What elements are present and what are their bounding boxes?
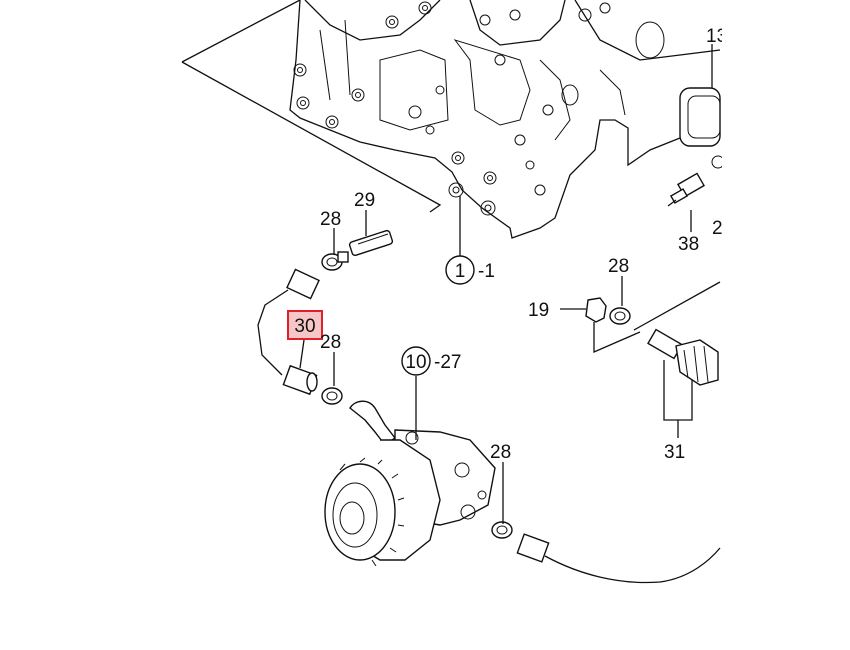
page-margin <box>722 0 850 650</box>
hose-fitting-upper <box>321 210 394 271</box>
callout-2-clipped[interactable]: 2 <box>712 218 723 239</box>
callout-31[interactable]: 31 <box>664 442 685 463</box>
engine-block <box>181 0 721 239</box>
callout-30-number: 30 <box>294 316 315 337</box>
callout-13[interactable]: 13 <box>706 26 727 47</box>
callout-28-top[interactable]: 28 <box>320 209 341 230</box>
hose-fitting-lower <box>491 462 721 584</box>
callout-1[interactable]: 1 -1 <box>445 255 495 285</box>
callout-38[interactable]: 38 <box>678 234 699 255</box>
callout-1-number: 1 <box>455 261 466 282</box>
callout-28-right[interactable]: 28 <box>608 256 629 277</box>
callout-19[interactable]: 19 <box>528 300 549 321</box>
oil-filter-assembly <box>324 376 496 567</box>
selection-highlight <box>287 310 323 340</box>
callout-1-suffix: -1 <box>478 261 495 282</box>
callout-30-selected[interactable]: 30 <box>287 310 323 340</box>
hose-31 <box>633 281 721 438</box>
callout-29[interactable]: 29 <box>354 190 375 211</box>
hose-30 <box>257 268 343 405</box>
callout-10-number: 10 <box>405 352 426 373</box>
callout-circle <box>445 255 475 285</box>
sensor-38 <box>667 155 725 232</box>
elbow-fitting-19 <box>560 276 641 353</box>
callout-28-bottom[interactable]: 28 <box>490 442 511 463</box>
cover-gasket <box>679 44 721 147</box>
callout-10-suffix: -27 <box>434 352 461 373</box>
callout-circle <box>401 346 431 376</box>
callout-10[interactable]: 10 -27 <box>401 346 461 376</box>
callout-28-mid[interactable]: 28 <box>320 332 341 353</box>
